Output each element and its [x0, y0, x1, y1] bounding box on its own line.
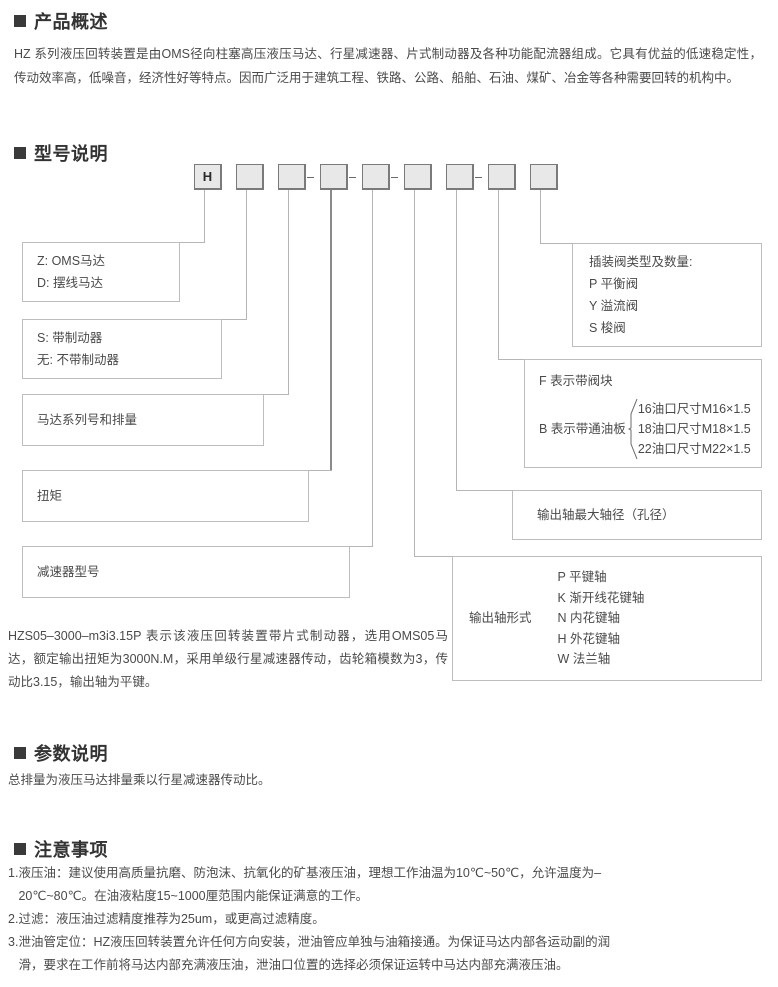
label-box-block: F 表示带阀块 B 表示带通油板 16油口尺寸M16×1.5 18油口尺寸M18…	[524, 359, 762, 468]
code-dash-7-8	[475, 177, 482, 178]
label-box-brake-option: S: 带制动器 无: 不带制动器	[22, 319, 222, 379]
notice-list: 1. 液压油：建议使用高质量抗磨、防泡沫、抗氧化的矿基液压油，理想工作油温为10…	[8, 862, 626, 977]
motor-type-row-2: D: 摆线马达	[37, 276, 103, 290]
block-brace-group: B 表示带通油板 16油口尺寸M16×1.5 18油口尺寸M18×1.5 22油…	[539, 398, 761, 460]
model-example-text: HZS05–3000–m3i3.15P 表示该液压回转装置带片式制动器，选用OM…	[8, 629, 448, 689]
connector-h-shaft-form	[414, 556, 454, 557]
notice-number-2: 2.	[8, 912, 19, 926]
code-box-9	[530, 164, 558, 190]
connector-v-shaft-dia	[456, 190, 457, 490]
shaft-form-row-4: H 外花键轴	[557, 631, 621, 646]
brake-row-2: 无: 不带制动器	[37, 353, 119, 367]
code-box-6	[404, 164, 432, 190]
section-title-params: 参数说明	[34, 744, 108, 764]
block-brace-item-3: 22油口尺寸M22×1.5	[637, 442, 751, 456]
notice-text-1: 液压油：建议使用高质量抗磨、防泡沫、抗氧化的矿基液压油，理想工作油温为10℃~5…	[18, 866, 602, 903]
bullet-square-icon	[14, 843, 26, 855]
connector-v-valve	[540, 190, 541, 244]
reducer-model-row: 减速器型号	[37, 565, 100, 579]
block-brace-label: B 表示带通油板	[539, 422, 626, 436]
connector-v-shaft-form	[414, 190, 415, 557]
valve-title: 插装阀类型及数量:	[589, 255, 693, 269]
section-heading-params: 参数说明	[14, 740, 108, 766]
shaft-form-row-2: K 渐开线花键轴	[557, 590, 645, 605]
code-box-5	[362, 164, 390, 190]
valve-row-3: S 梭阀	[589, 321, 626, 335]
connector-h-valve	[540, 243, 574, 244]
connector-v-motor-type	[204, 190, 205, 242]
section-title-overview: 产品概述	[34, 12, 108, 32]
notice-text-3: 泄油管定位：HZ液压回转装置允许任何方向安装，泄油管应单独与油箱接通。为保证马达…	[18, 935, 611, 972]
torque-row: 扭矩	[37, 489, 63, 503]
label-box-torque: 扭矩	[22, 470, 309, 522]
notice-number-3: 3.	[8, 935, 19, 949]
bullet-square-icon	[14, 15, 26, 27]
section-title-model: 型号说明	[34, 144, 108, 164]
shaft-dia-row: 输出轴最大轴径（孔径）	[537, 508, 675, 522]
notice-number-1: 1.	[8, 866, 19, 880]
label-box-motor-type: Z: OMS马达 D: 摆线马达	[22, 242, 180, 302]
code-dash-4-5	[349, 177, 356, 178]
valve-row-2: Y 溢流阀	[589, 299, 639, 313]
connector-v-series	[288, 190, 289, 395]
brace-icon	[627, 398, 638, 460]
block-brace-item-1: 16油口尺寸M16×1.5	[637, 402, 751, 416]
motor-type-row-1: Z: OMS马达	[37, 254, 106, 268]
valve-row-1: P 平衡阀	[589, 277, 639, 291]
label-box-shaft-form: 输出轴形式 P 平键轴 K 渐开线花键轴 N 内花键轴 H 外花键轴 W 法兰轴	[452, 556, 762, 681]
block-brace-items: 16油口尺寸M16×1.5 18油口尺寸M18×1.5 22油口尺寸M22×1.…	[638, 399, 751, 459]
section-heading-model: 型号说明	[14, 140, 108, 166]
code-box-4	[320, 164, 348, 190]
label-box-motor-series: 马达系列号和排量	[22, 394, 264, 446]
code-box-1: H	[194, 164, 222, 190]
block-brace-item-2: 18油口尺寸M18×1.5	[637, 422, 751, 436]
brake-row-1: S: 带制动器	[37, 331, 103, 345]
code-dash-5-6	[391, 177, 398, 178]
section-title-notice: 注意事项	[34, 840, 108, 860]
connector-h-block	[498, 359, 526, 360]
shaft-form-items: P 平键轴 K 渐开线花键轴 N 内花键轴 H 外花键轴 W 法兰轴	[558, 567, 645, 670]
connector-h-shaft-dia	[456, 490, 512, 491]
shaft-form-label: 输出轴形式	[469, 611, 532, 626]
label-box-shaft-dia: 输出轴最大轴径（孔径）	[512, 490, 762, 540]
params-paragraph: 总排量为液压马达排量乘以行星减速器传动比。	[8, 773, 271, 787]
notice-item-1: 1. 液压油：建议使用高质量抗磨、防泡沫、抗氧化的矿基液压油，理想工作油温为10…	[8, 862, 626, 908]
code-box-7	[446, 164, 474, 190]
label-box-reducer-model: 减速器型号	[22, 546, 350, 598]
overview-paragraph: HZ 系列液压回转装置是由OMS径向柱塞高压液压马达、行星减速器、片式制动器及各…	[14, 47, 762, 85]
label-box-valve: 插装阀类型及数量: P 平衡阀 Y 溢流阀 S 梭阀	[572, 243, 762, 347]
motor-series-row: 马达系列号和排量	[37, 413, 138, 427]
shaft-form-row-1: P 平键轴	[557, 570, 607, 584]
bullet-square-icon	[14, 147, 26, 159]
connector-v-reducer	[372, 190, 373, 547]
code-dash-3-4	[307, 177, 314, 178]
shaft-form-row-5: W 法兰轴	[557, 652, 611, 666]
shaft-form-row-3: N 内花键轴	[557, 611, 621, 625]
connector-v-torque	[330, 190, 332, 471]
code-box-3	[278, 164, 306, 190]
connector-v-brake	[246, 190, 247, 320]
notice-item-3: 3. 泄油管定位：HZ液压回转装置允许任何方向安装，泄油管应单独与油箱接通。为保…	[8, 931, 626, 977]
shaft-form-group: 输出轴形式 P 平键轴 K 渐开线花键轴 N 内花键轴 H 外花键轴 W 法兰轴	[469, 567, 761, 670]
notice-text-2: 过滤：液压油过滤精度推荐为25um，或更高过滤精度。	[18, 912, 325, 926]
connector-v-block	[498, 190, 499, 360]
code-box-8	[488, 164, 516, 190]
section-heading-notice: 注意事项	[14, 836, 108, 862]
section-heading-overview: 产品概述	[14, 8, 108, 34]
bullet-square-icon	[14, 747, 26, 759]
block-row-1: F 表示带阀块	[539, 374, 613, 388]
code-box-2	[236, 164, 264, 190]
notice-item-2: 2. 过滤：液压油过滤精度推荐为25um，或更高过滤精度。	[8, 908, 626, 931]
